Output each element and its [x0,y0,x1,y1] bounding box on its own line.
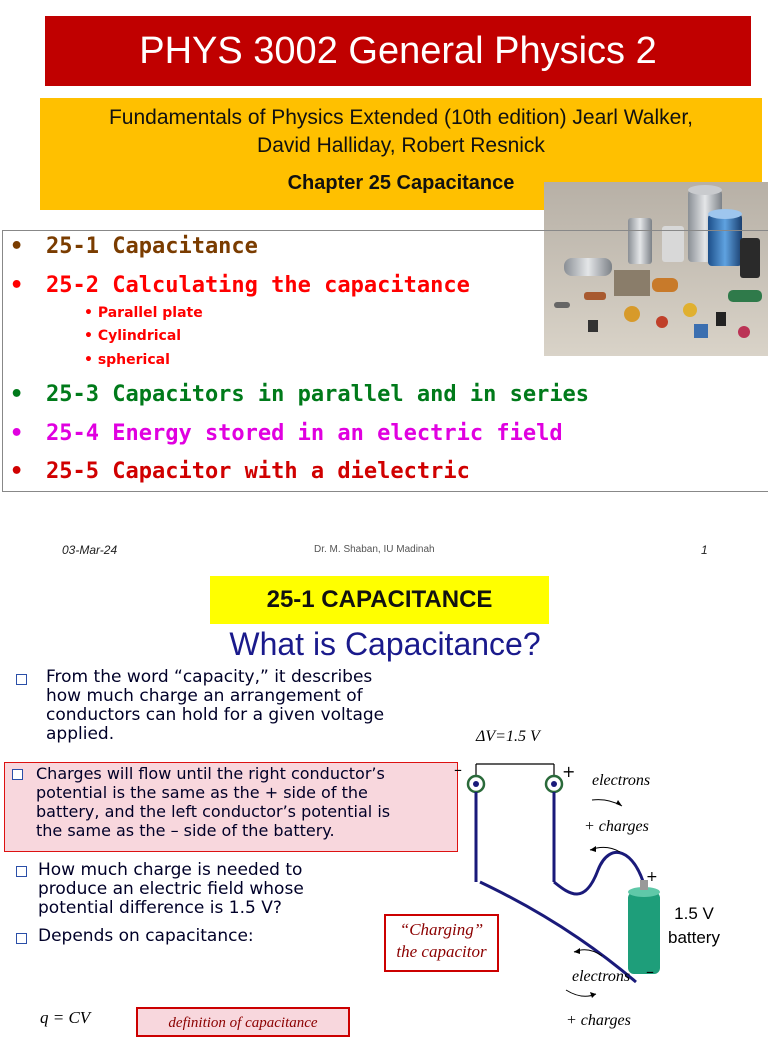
footer-date: 03-Mar-24 [62,543,118,557]
topic-25-3: • 25-3 Capacitors in parallel and in seri… [10,382,589,407]
plus-sign-right: + [562,762,576,781]
bullet: • [10,273,24,298]
square-bullet-icon [16,866,27,877]
topic-label: 25-2 Calculating the capacitance [46,273,470,298]
charging-caption-box: “Charging” the capacitor [384,914,499,972]
topic-label: 25-3 Capacitors in parallel and in serie… [46,382,590,407]
slide-title: PHYS 3002 General Physics 2 [45,16,751,86]
capacitance-formula: q = CV [40,1008,91,1027]
battery-icon [628,892,660,974]
electrons-label-top: electrons [592,772,651,789]
paragraph-charges-flow: Charges will flow until the right conduc… [36,764,391,840]
paragraph-how-much-charge: How much charge is needed to produce an … [38,860,304,918]
topic-25-2: • 25-2 Calculating the capacitance [10,273,470,298]
definition-box: definition of capacitance [136,1007,350,1037]
footer-page-number: 1 [701,543,708,557]
chapter-title: Chapter 25 Capacitance [287,172,515,194]
paragraph-depends: Depends on capacitance: [38,926,254,946]
bullet: • [10,459,24,484]
topic-label: 25-4 Energy stored in an electric field [46,421,563,446]
capacitors-photo [544,182,768,356]
electrons-label-bottom: electrons [572,968,631,985]
topic-25-5: • 25-5 Capacitor with a dielectric [10,459,470,484]
bullet: • [10,421,24,446]
charges-label-top: + charges [584,818,649,835]
battery-label: 1.5 V battery [668,904,720,947]
square-bullet-icon [16,933,27,944]
square-bullet-icon [16,674,27,685]
subtopic-cylindrical: • Cylindrical [84,328,182,344]
book-citation-line1: Fundamentals of Physics Extended (10th e… [108,106,693,129]
voltage-label: ΔV=1.5 V [476,728,540,745]
footer-author: Dr. M. Shaban, IU Madinah [314,544,435,555]
topics-list [2,230,768,492]
bullet: • [10,382,24,407]
topic-label: 25-1 Capacitance [46,234,258,259]
minus-sign-left: – [454,760,462,779]
positive-wire [553,850,647,896]
battery-minus-sign: – [646,962,654,981]
subtopic-parallel-plate: • Parallel plate [84,305,203,321]
book-citation-line2: David Halliday, Robert Resnick [257,134,545,157]
battery-plus-sign: + [646,869,658,885]
section-heading: 25-1 CAPACITANCE [210,576,549,624]
charges-label-bottom: + charges [566,1012,631,1029]
bullet: • [10,234,24,259]
negative-wire [479,880,637,984]
topic-25-1: • 25-1 Capacitance [10,234,258,259]
topic-25-4: • 25-4 Energy stored in an electric field [10,421,563,446]
highlight-box [4,762,458,852]
topic-label: 25-5 Capacitor with a dielectric [46,459,470,484]
question-title: What is Capacitance? [229,626,541,662]
subtopic-spherical: • spherical [84,352,170,368]
book-citation: Fundamentals of Physics Extended (10th e… [40,104,762,160]
square-bullet-icon [12,769,23,780]
paragraph-capacity: From the word “capacity,” it describes h… [46,667,385,744]
charging-circuit-diagram [466,763,660,998]
